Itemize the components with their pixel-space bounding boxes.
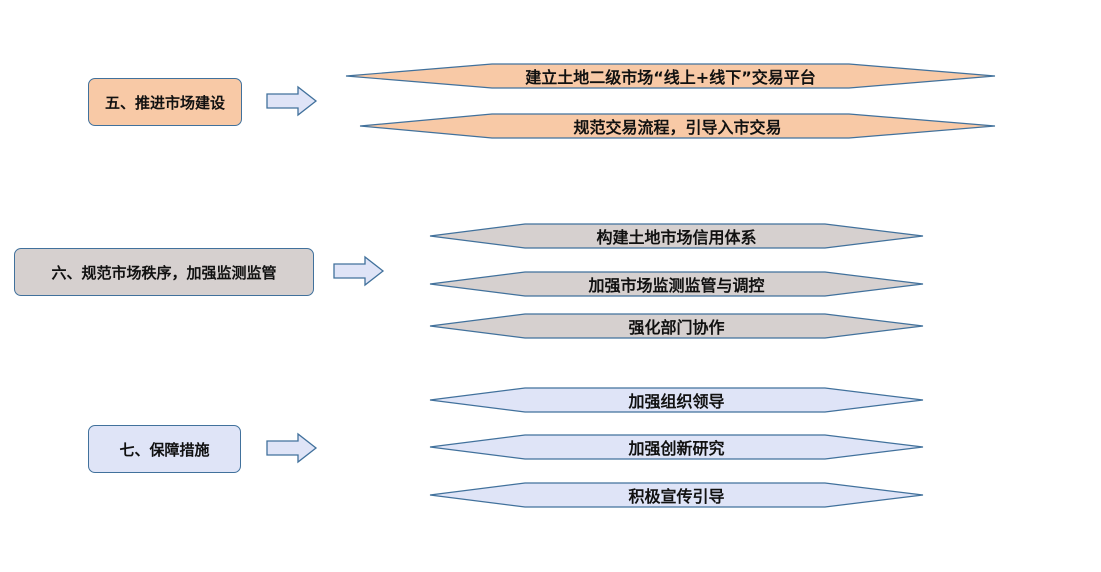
hex-item-shape [345,63,996,89]
hex-item-shape [429,482,924,508]
item-label: 加强市场监测监管与调控 [588,276,765,295]
section-title-6: 六、规范市场秩序，加强监测监管 [51,263,277,282]
hex-item-shape [429,313,924,339]
hex-item-shape [429,223,924,249]
hex-item-shape [429,387,924,413]
hex-item-shape [359,113,996,139]
section-box-6: 六、规范市场秩序，加强监测监管 [14,248,314,296]
item-label: 构建土地市场信用体系 [596,228,757,247]
hex-item-shape [429,434,924,460]
item-label: 强化部门协作 [628,318,725,337]
arrow-right-icon [333,255,385,287]
arrow-right-icon [266,432,318,464]
item-label: 积极宣传引导 [628,487,725,506]
item-label: 建立土地二级市场“线上+线下”交易平台 [525,68,816,87]
hex-item-shape [429,271,924,297]
section-box-7: 七、保障措施 [88,425,241,473]
section-box-5: 五、推进市场建设 [88,78,242,126]
item-label: 加强组织领导 [628,392,725,411]
section-title-7: 七、保障措施 [119,440,210,459]
arrow-right-icon [266,85,318,117]
item-label: 加强创新研究 [628,439,725,458]
item-label: 规范交易流程，引导入市交易 [573,118,782,137]
section-title-5: 五、推进市场建设 [104,93,225,112]
